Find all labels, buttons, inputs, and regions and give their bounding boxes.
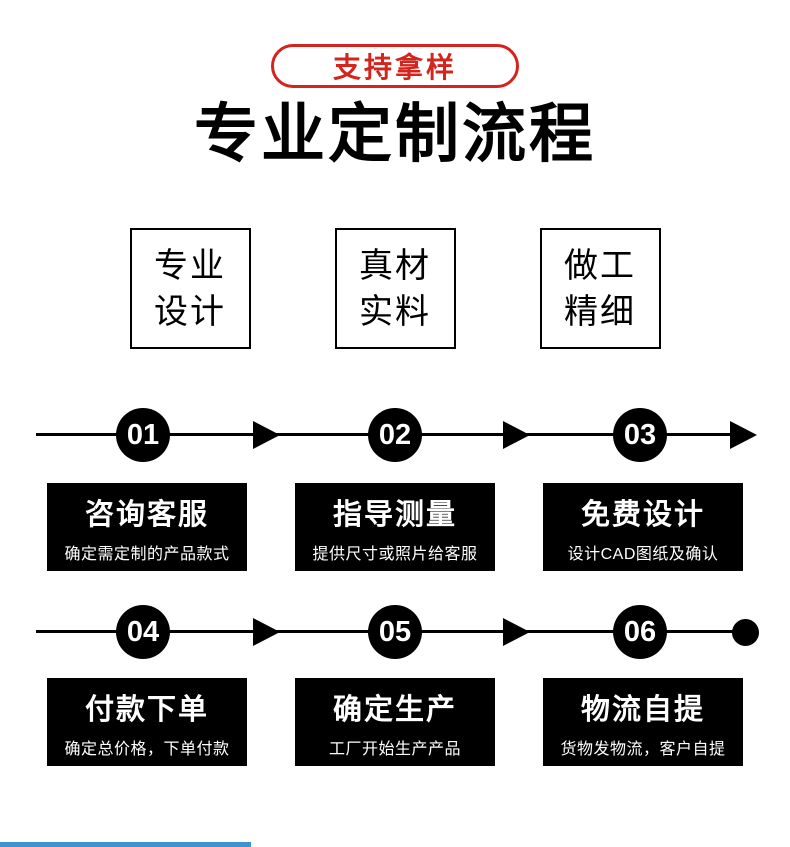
end-dot — [732, 619, 759, 646]
feature-line: 实料 — [359, 292, 431, 331]
step-subtitle: 设计CAD图纸及确认 — [567, 545, 719, 563]
step-card-production: 确定生产 工厂开始生产产品 — [295, 678, 495, 766]
step-title: 付款下单 — [84, 693, 209, 726]
next-section-blue-strip — [0, 842, 251, 847]
step-number-circle-04: 04 — [116, 605, 170, 659]
step-title: 确定生产 — [332, 693, 457, 726]
sample-support-badge: 支持拿样 — [271, 44, 519, 88]
step-subtitle: 确定总价格，下单付款 — [64, 740, 230, 758]
feature-boxes: 专业 设计 真材 实料 做工 精细 — [0, 228, 790, 349]
arrow-right-icon — [253, 618, 280, 646]
arrow-right-icon — [503, 421, 530, 449]
arrow-right-icon — [253, 421, 280, 449]
feature-box-fine-workmanship: 做工 精细 — [539, 228, 661, 349]
arrow-right-icon — [503, 618, 530, 646]
step-number-circle-03: 03 — [613, 408, 667, 462]
feature-line: 设计 — [154, 292, 226, 331]
step-title: 免费设计 — [580, 498, 705, 531]
step-card-measure: 指导测量 提供尺寸或照片给客服 — [295, 483, 495, 571]
step-cards-row-1: 咨询客服 确定需定制的产品款式 指导测量 提供尺寸或照片给客服 免费设计 设计C… — [0, 483, 790, 571]
page-title: 专业定制流程 — [194, 98, 596, 170]
step-card-payment: 付款下单 确定总价格，下单付款 — [47, 678, 247, 766]
process-flow-row-2: 04 05 06 — [0, 605, 790, 661]
arrow-right-icon — [730, 421, 757, 449]
step-card-free-design: 免费设计 设计CAD图纸及确认 — [543, 483, 743, 571]
step-number-circle-01: 01 — [116, 408, 170, 462]
feature-box-professional-design: 专业 设计 — [129, 228, 251, 349]
step-title: 咨询客服 — [84, 498, 209, 531]
sample-support-badge-label: 支持拿样 — [332, 52, 457, 83]
feature-box-real-materials: 真材 实料 — [334, 228, 456, 349]
step-title: 指导测量 — [332, 498, 457, 531]
step-subtitle: 货物发物流，客户自提 — [560, 740, 726, 758]
process-flow-row-1: 01 02 03 — [0, 408, 790, 464]
step-number-circle-02: 02 — [368, 408, 422, 462]
step-subtitle: 提供尺寸或照片给客服 — [312, 545, 478, 563]
step-subtitle: 工厂开始生产产品 — [328, 740, 461, 758]
step-title: 物流自提 — [580, 693, 705, 726]
feature-line: 精细 — [564, 292, 636, 331]
feature-line: 专业 — [154, 246, 226, 285]
feature-line: 做工 — [564, 246, 636, 285]
step-number-circle-06: 06 — [613, 605, 667, 659]
feature-line: 真材 — [359, 246, 431, 285]
step-subtitle: 确定需定制的产品款式 — [64, 545, 230, 563]
step-number-circle-05: 05 — [368, 605, 422, 659]
step-card-logistics: 物流自提 货物发物流，客户自提 — [543, 678, 743, 766]
step-card-consult: 咨询客服 确定需定制的产品款式 — [47, 483, 247, 571]
step-cards-row-2: 付款下单 确定总价格，下单付款 确定生产 工厂开始生产产品 物流自提 货物发物流… — [0, 678, 790, 766]
